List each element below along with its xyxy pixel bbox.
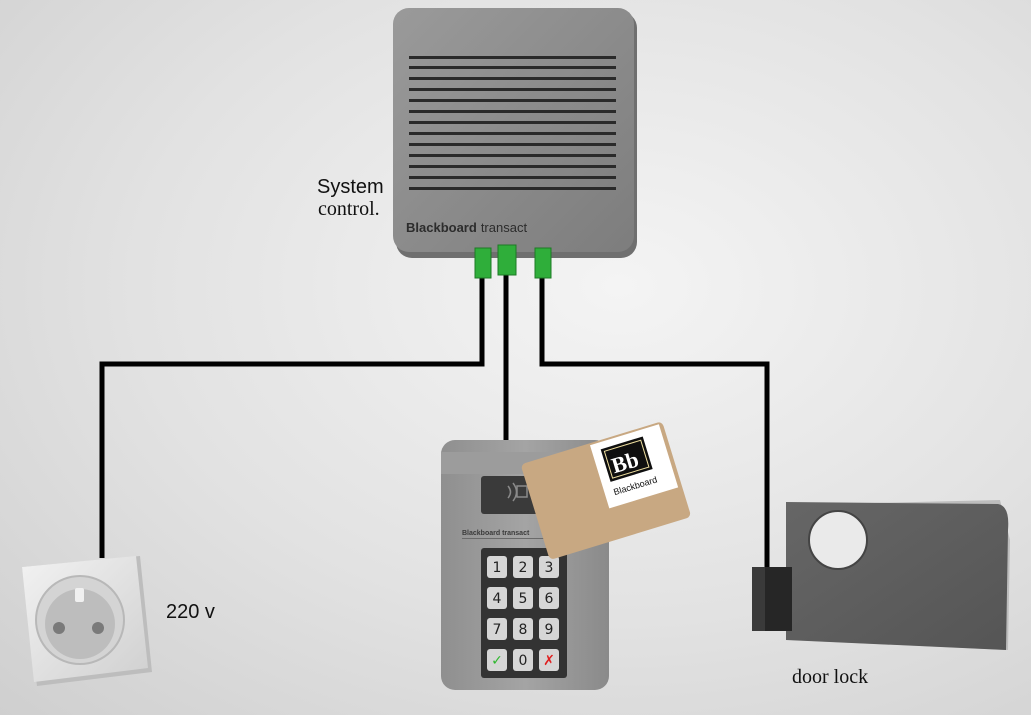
- keypad-key-11[interactable]: 0: [513, 649, 533, 671]
- door-lock: [752, 500, 1010, 650]
- wires: [99, 272, 770, 575]
- lock-keyhole: [808, 510, 868, 570]
- keypad-key-face[interactable]: [487, 618, 507, 640]
- keypad-key-label: 2: [519, 560, 528, 576]
- contactless-icon: [507, 482, 528, 502]
- card-logo-box: [600, 436, 653, 482]
- keypad-key-6[interactable]: 6: [539, 587, 559, 609]
- socket-hole-left: [53, 622, 65, 634]
- keypad-key-face[interactable]: [513, 587, 533, 609]
- connector-power: [474, 247, 492, 279]
- keypad-key-7[interactable]: 7: [487, 618, 507, 640]
- keypad-key-label: 9: [545, 622, 554, 638]
- socket-voltage-label: 220 v: [166, 601, 215, 623]
- keypad-key-face[interactable]: [539, 556, 559, 578]
- keypad-key-face[interactable]: [487, 649, 507, 671]
- keypad-key-face[interactable]: [513, 618, 533, 640]
- keypad-key-label: ✗: [543, 653, 555, 669]
- controller-vent-slots: [409, 56, 616, 190]
- keypad-key-label: 0: [519, 653, 528, 669]
- keypad-key-label: 3: [545, 560, 554, 576]
- socket-hole-right: [92, 622, 104, 634]
- keypad-key-label: ✓: [491, 653, 503, 669]
- connector-lock: [534, 247, 552, 279]
- keypad-key-label: 5: [519, 591, 528, 607]
- keypad-key-label: 1: [493, 560, 502, 576]
- keypad-key-label: 4: [493, 591, 502, 607]
- door-lock-label: door lock: [792, 666, 869, 688]
- reader-brand: Blackboard transact: [462, 530, 530, 537]
- keypad-key-5[interactable]: 5: [513, 587, 533, 609]
- system-control-label-line1: System: [317, 176, 384, 198]
- keypad-key-9[interactable]: 9: [539, 618, 559, 640]
- keypad-key-label: 7: [493, 622, 502, 638]
- keypad-key-face[interactable]: [513, 556, 533, 578]
- keypad-key-face[interactable]: [513, 649, 533, 671]
- wire-to-socket: [99, 278, 485, 558]
- keypad-key-face[interactable]: [539, 649, 559, 671]
- keypad: [481, 548, 567, 678]
- keypad-key-2[interactable]: 2: [513, 556, 533, 578]
- keypad-key-4[interactable]: 4: [487, 587, 507, 609]
- keypad-key-label: 8: [519, 622, 528, 638]
- access-card: Bb Blackboard: [521, 422, 691, 559]
- wire-to-door-lock: [539, 278, 770, 575]
- keypad-key-8[interactable]: 8: [513, 618, 533, 640]
- controller-brand-bold: Blackboard: [406, 220, 477, 235]
- keypad-key-label: 6: [545, 591, 554, 607]
- power-socket: [22, 556, 152, 686]
- keypad-keys: 1 2 3 4 5 6 7 8 9 ✓ 0 ✗: [487, 556, 559, 671]
- keypad-key-3[interactable]: 3: [539, 556, 559, 578]
- keypad-key-10[interactable]: ✓: [487, 649, 507, 671]
- keypad-key-face[interactable]: [539, 587, 559, 609]
- keypad-key-face[interactable]: [487, 587, 507, 609]
- terminal-connectors: [474, 244, 552, 279]
- keypad-key-12[interactable]: ✗: [539, 649, 559, 671]
- system-control-label-line2: control.: [318, 198, 380, 220]
- connector-reader: [497, 244, 517, 276]
- keypad-key-face[interactable]: [487, 556, 507, 578]
- keypad-key-face[interactable]: [539, 618, 559, 640]
- keypad-key-1[interactable]: 1: [487, 556, 507, 578]
- system-control-label: System control.: [317, 176, 407, 220]
